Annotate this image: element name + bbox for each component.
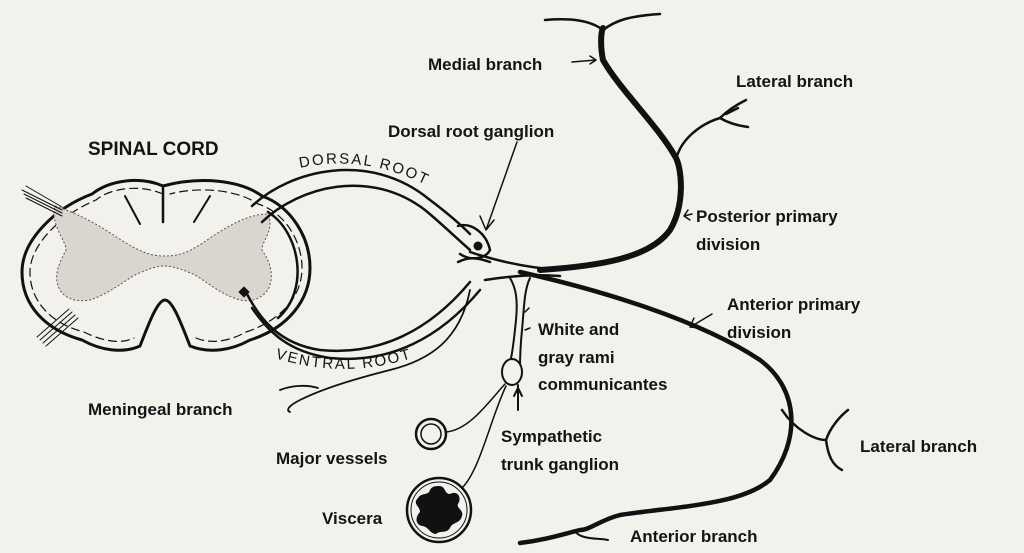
anterior-branch-tail bbox=[574, 530, 609, 541]
arrow-medial-branch bbox=[571, 55, 597, 65]
posterior-primary-division bbox=[537, 25, 684, 273]
cord-lateral-border bbox=[266, 210, 299, 320]
meningeal-branch-label: Meningeal branch bbox=[88, 400, 233, 419]
major-vessels-label: Major vessels bbox=[276, 449, 388, 468]
sympathetic-trunk-ganglion bbox=[501, 358, 523, 386]
anterior-branch-label: Anterior branch bbox=[630, 527, 758, 546]
spinal-cord-label: SPINAL CORD bbox=[88, 139, 219, 160]
spinal-nerve-trunk bbox=[468, 250, 562, 282]
posterior-column-line-left bbox=[124, 195, 141, 225]
anterior-primary-division-label-line2: division bbox=[727, 323, 791, 342]
sympathetic-trunk-ganglion-label-line1: Sympathetic bbox=[501, 427, 602, 446]
ganglion-cell-dot bbox=[473, 241, 483, 251]
arrow-anterior-primary-division bbox=[689, 313, 713, 329]
posterior-primary-division-label-line1: Posterior primary bbox=[696, 207, 838, 226]
posterior-primary-division-label-line2: division bbox=[696, 235, 760, 254]
meningeal-branch bbox=[279, 289, 471, 413]
posterior-column-line-right bbox=[193, 195, 211, 223]
lateral-branch-posterior bbox=[674, 98, 750, 162]
viscera-nerve-fiber bbox=[461, 385, 507, 489]
spinal-cord-outline bbox=[20, 179, 312, 352]
nerve-rootlets-left-top bbox=[21, 185, 63, 217]
dorsal-root-ganglion-label: Dorsal root ganglion bbox=[388, 122, 554, 141]
medial-branch-label: Medial branch bbox=[428, 55, 542, 74]
spinal-cord bbox=[20, 179, 312, 352]
viscera-label: Viscera bbox=[322, 509, 383, 528]
white-matter-inner-line bbox=[29, 187, 303, 342]
dorsal-root bbox=[250, 168, 472, 252]
lateral-branch-posterior-label: Lateral branch bbox=[736, 72, 853, 91]
lateral-branch-anterior bbox=[780, 408, 850, 472]
anterior-primary-division-label-line1: Anterior primary bbox=[727, 295, 861, 314]
rami-label-line1: White and bbox=[538, 320, 619, 339]
lateral-branch-anterior-label: Lateral branch bbox=[860, 437, 977, 456]
gray-matter bbox=[53, 205, 272, 302]
pointer-arrows bbox=[479, 55, 713, 329]
arrow-dorsal-root-ganglion bbox=[479, 141, 518, 231]
dorsal-root-label: DORSAL ROOT bbox=[298, 150, 433, 188]
anterior-primary-division bbox=[517, 269, 794, 546]
medial-branch bbox=[543, 12, 662, 32]
rami-label-line2: gray rami bbox=[538, 348, 615, 367]
major-vessels-icon bbox=[414, 417, 448, 451]
dorsal-root-ganglion bbox=[456, 223, 492, 260]
viscera-icon bbox=[405, 476, 473, 544]
vessel-nerve-fiber bbox=[445, 383, 506, 433]
rami-communicantes bbox=[501, 277, 531, 411]
rami-label-line3: communicantes bbox=[538, 375, 667, 394]
ventral-root bbox=[244, 257, 492, 361]
nerve-rootlets-left-bottom bbox=[36, 308, 79, 347]
sympathetic-trunk-ganglion-label-line2: trunk ganglion bbox=[501, 455, 619, 474]
arrow-posterior-primary-division bbox=[683, 209, 693, 221]
